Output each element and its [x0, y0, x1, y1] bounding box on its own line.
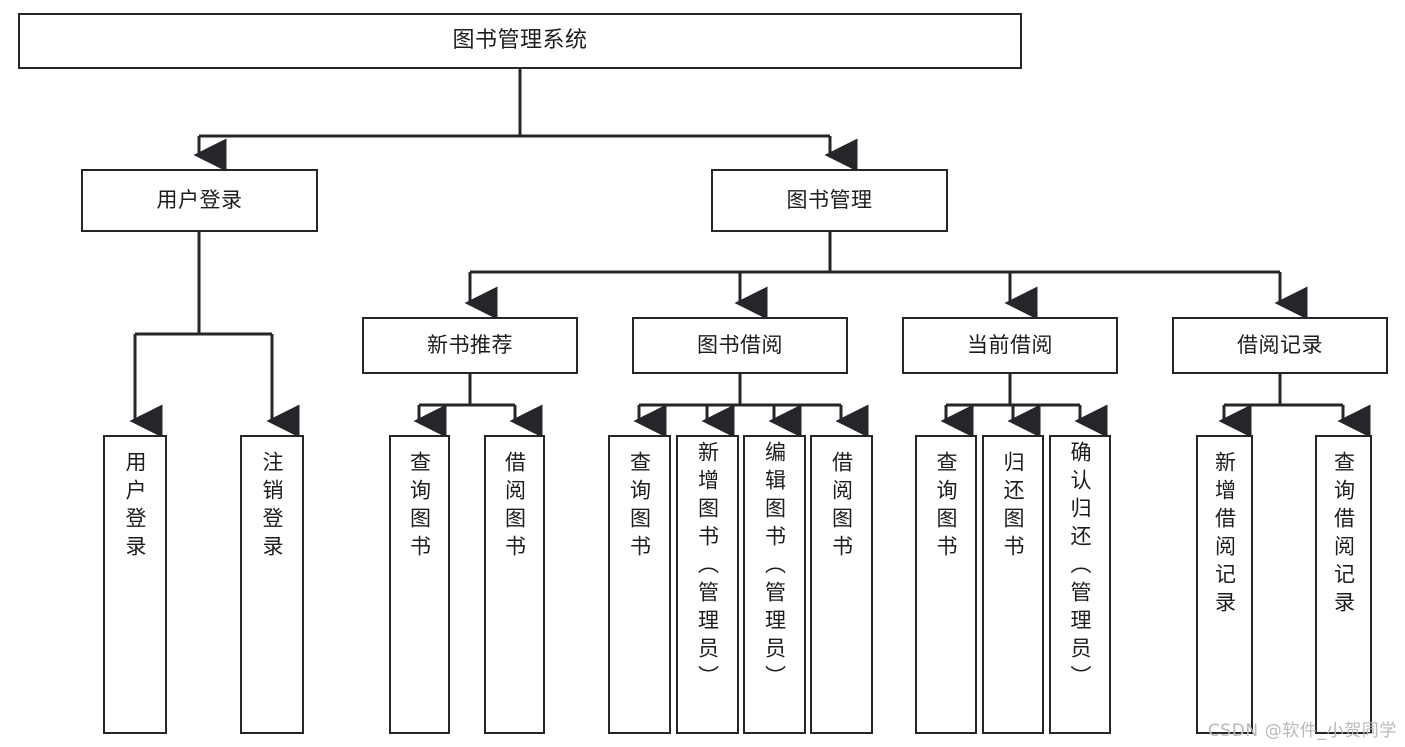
node-leaf-user-login[interactable]: 用户登录	[103, 435, 167, 734]
node-root[interactable]: 图书管理系统	[18, 13, 1022, 69]
node-book-borrow-label: 图书借阅	[697, 332, 783, 357]
node-leaf-edit-book[interactable]: 编辑图书（管理员）	[743, 435, 806, 734]
node-borrow-record-label: 借阅记录	[1237, 332, 1323, 357]
node-leaf-edit-book-label: 编辑图书（管理员）	[762, 441, 787, 693]
node-user-login-label: 用户登录	[156, 187, 243, 212]
node-leaf-borrow-book-2-label: 借阅图书	[829, 451, 854, 563]
node-leaf-query-book-1[interactable]: 查询图书	[389, 435, 450, 734]
node-book-manage[interactable]: 图书管理	[711, 169, 948, 232]
node-root-label: 图书管理系统	[452, 27, 588, 53]
node-leaf-borrow-book-1[interactable]: 借阅图书	[484, 435, 545, 734]
node-leaf-confirm-return-label: 确认归还（管理员）	[1068, 441, 1093, 693]
node-leaf-query-book-3[interactable]: 查询图书	[915, 435, 977, 734]
node-leaf-user-logout-label: 注销登录	[260, 451, 285, 563]
node-leaf-user-logout[interactable]: 注销登录	[240, 435, 304, 734]
node-leaf-query-book-2-label: 查询图书	[627, 451, 652, 563]
node-leaf-query-record[interactable]: 查询借阅记录	[1315, 435, 1372, 734]
node-borrow-record[interactable]: 借阅记录	[1172, 317, 1388, 374]
node-leaf-query-book-3-label: 查询图书	[934, 451, 959, 563]
node-current-borrow-label: 当前借阅	[967, 332, 1053, 357]
node-new-book-recommend-label: 新书推荐	[427, 332, 513, 357]
node-leaf-add-record[interactable]: 新增借阅记录	[1196, 435, 1253, 734]
node-book-borrow[interactable]: 图书借阅	[632, 317, 848, 374]
node-leaf-borrow-book-1-label: 借阅图书	[502, 451, 527, 563]
node-leaf-add-record-label: 新增借阅记录	[1212, 451, 1237, 619]
node-current-borrow[interactable]: 当前借阅	[902, 317, 1118, 374]
node-leaf-borrow-book-2[interactable]: 借阅图书	[810, 435, 873, 734]
node-leaf-query-book-2[interactable]: 查询图书	[608, 435, 671, 734]
node-book-manage-label: 图书管理	[786, 187, 873, 212]
node-leaf-query-record-label: 查询借阅记录	[1331, 451, 1356, 619]
node-leaf-return-book[interactable]: 归还图书	[982, 435, 1044, 734]
node-leaf-user-login-label: 用户登录	[123, 451, 148, 563]
node-leaf-add-book-label: 新增图书（管理员）	[695, 441, 720, 693]
node-user-login[interactable]: 用户登录	[81, 169, 318, 232]
node-new-book-recommend[interactable]: 新书推荐	[362, 317, 578, 374]
node-leaf-query-book-1-label: 查询图书	[407, 451, 432, 563]
node-leaf-confirm-return[interactable]: 确认归还（管理员）	[1049, 435, 1111, 734]
node-leaf-return-book-label: 归还图书	[1001, 451, 1026, 563]
node-leaf-add-book[interactable]: 新增图书（管理员）	[676, 435, 739, 734]
